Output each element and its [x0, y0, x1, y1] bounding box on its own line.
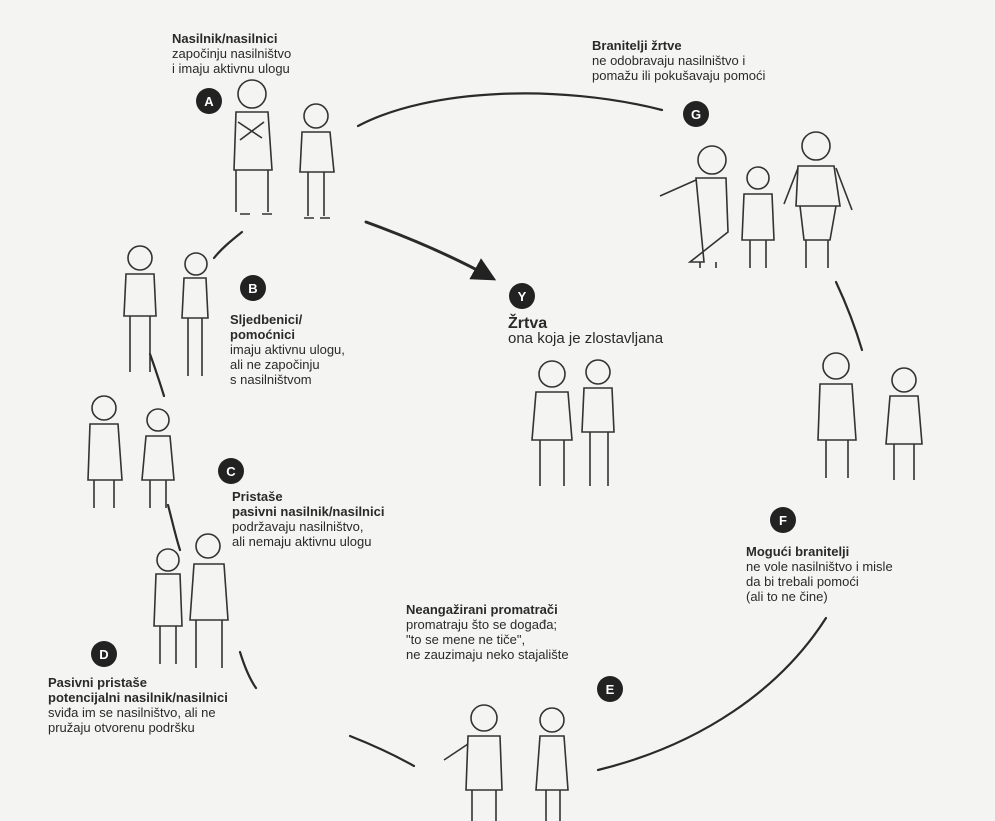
figures-d: [153, 533, 229, 668]
role-e-line: "to se mene ne tiče",: [406, 632, 526, 647]
badge-c: C: [218, 458, 244, 484]
figures-c: [87, 395, 175, 508]
role-d-title: potencijalni nasilnik/nasilnici: [48, 690, 228, 705]
arc-g-to-f: [834, 280, 864, 352]
role-e-line: ne zauzimaju neko stajalište: [406, 647, 569, 662]
badge-b: B: [240, 275, 266, 301]
arc-e-to-d: [348, 734, 416, 768]
figures-f: [817, 352, 923, 480]
role-c-line: podržavaju nasilništvo,: [232, 519, 364, 534]
role-g-line: pomažu ili pokušavaju pomoći: [592, 68, 766, 83]
arc-a-to-g: [356, 92, 664, 128]
role-b-line: s nasilništvom: [230, 372, 312, 387]
role-g-title: Branitelji žrtve: [592, 38, 682, 53]
badge-e: E: [597, 676, 623, 702]
role-f-line: da bi trebali pomoći: [746, 574, 859, 589]
badge-f: F: [770, 507, 796, 533]
badge-g: G: [683, 101, 709, 127]
figures-y: [531, 359, 615, 486]
role-a-title: Nasilnik/nasilnici: [172, 31, 278, 46]
role-f-title: Mogući branitelji: [746, 544, 850, 559]
role-g-line: ne odobravaju nasilništvo i: [592, 53, 746, 68]
role-e-line: promatraju što se događa;: [406, 617, 558, 632]
arc-f-to-e: [596, 616, 828, 772]
arc-c-to-d: [166, 503, 182, 552]
badge-y: Y: [509, 283, 535, 309]
role-b-title: pomoćnici: [230, 327, 296, 342]
role-f-line: (ali to ne čine): [746, 589, 828, 604]
role-a-text: Nasilnik/nasilnici započinju nasilništvo…: [172, 31, 291, 76]
role-c-title: pasivni nasilnik/nasilnici: [232, 504, 385, 519]
role-e-title: Neangažirani promatrači: [406, 602, 558, 617]
arc-b-to-c: [148, 352, 166, 398]
figures-g: [659, 131, 853, 268]
badge-d: D: [91, 641, 117, 667]
role-c-text: Pristaše pasivni nasilnik/nasilnici podr…: [232, 489, 384, 549]
role-y-text: Žrtva ona koja je zlostavljana: [508, 315, 664, 347]
figures-e: [443, 704, 569, 821]
role-y-line: ona koja je zlostavljana: [508, 330, 664, 347]
role-d-line: pružaju otvorenu podršku: [48, 720, 195, 735]
role-b-line: imaju aktivnu ulogu,: [230, 342, 345, 357]
role-g-text: Branitelji žrtve ne odobravaju nasilništ…: [592, 38, 765, 83]
role-e-text: Neangažirani promatrači promatraju što s…: [406, 602, 569, 662]
figures-b: [123, 245, 209, 376]
role-a-line: i imaju aktivnu ulogu: [172, 61, 290, 76]
arc-d-lower: [238, 650, 258, 690]
role-c-line: ali nemaju aktivnu ulogu: [232, 534, 372, 549]
role-d-title: Pasivni pristaše: [48, 675, 147, 690]
arrow-to-victim: [364, 220, 497, 281]
role-b-title: Sljedbenici/: [230, 312, 303, 327]
role-b-text: Sljedbenici/ pomoćnici imaju aktivnu ulo…: [230, 312, 345, 387]
role-c-title: Pristaše: [232, 489, 283, 504]
figures-a: [233, 79, 335, 219]
role-a-line: započinju nasilništvo: [172, 46, 292, 61]
badge-a: A: [196, 88, 222, 114]
arc-a-to-b: [212, 230, 244, 260]
role-b-line: ali ne započinju: [230, 357, 320, 372]
role-d-line: sviđa im se nasilništvo, ali ne: [48, 705, 216, 720]
role-f-line: ne vole nasilništvo i misle: [746, 559, 893, 574]
role-f-text: Mogući branitelji ne vole nasilništvo i …: [746, 544, 893, 604]
role-d-text: Pasivni pristaše potencijalni nasilnik/n…: [48, 675, 228, 735]
role-y-title: Žrtva: [508, 315, 548, 332]
